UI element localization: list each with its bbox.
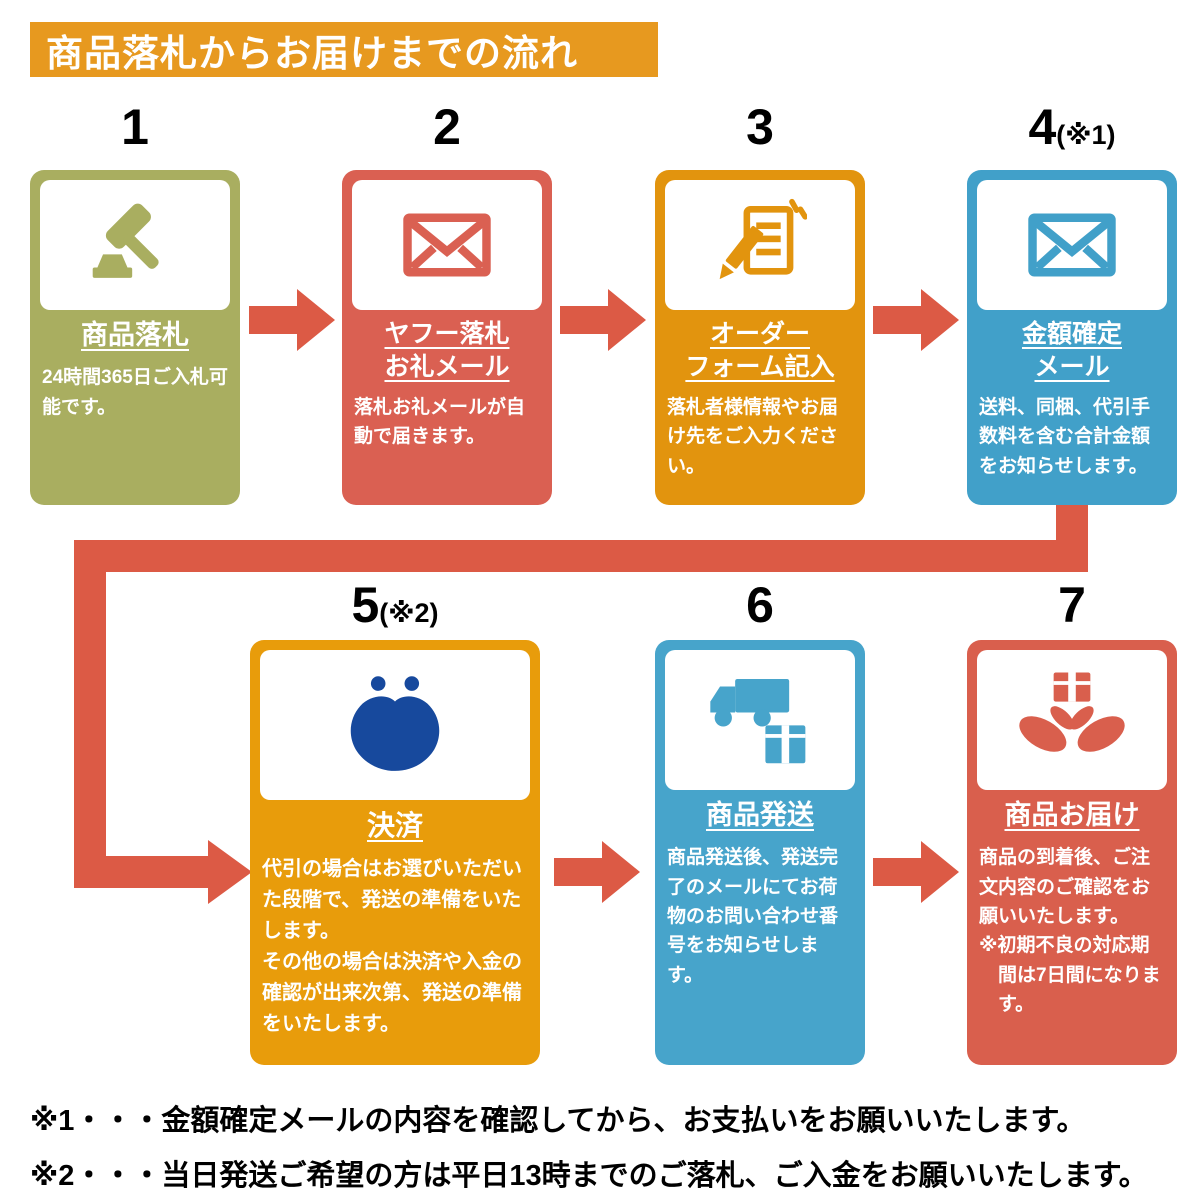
flow-arrow-5	[873, 841, 959, 903]
truck-icon	[710, 678, 806, 764]
step-number-2: 2	[342, 100, 552, 155]
footnote-2: ※2・・・当日発送ご希望の方は平日13時までのご落札、ご入金をお願いいたします。	[30, 1160, 1148, 1192]
flow-arrow-1	[249, 289, 335, 351]
step-number-value: 7	[1058, 577, 1086, 633]
gavel-icon	[92, 203, 159, 278]
flow-arrow-4	[554, 841, 640, 903]
step-title-line: 決済	[366, 810, 423, 841]
footnote-1: ※1・・・金額確定メールの内容を確認してから、お支払いをお願いいたします。	[30, 1105, 1086, 1137]
step-number-note: (※1)	[1056, 120, 1116, 150]
step-icon-box	[260, 650, 530, 800]
step-number-6: 6	[655, 578, 865, 633]
step-description: 送料、同梱、代引手数料を含む合計金額をお知らせします。	[979, 397, 1151, 477]
step-title: 商品落札	[30, 318, 240, 353]
flow-connector-shaft-to-step5	[74, 856, 208, 888]
step-icon-box	[977, 180, 1167, 310]
step-number-5: 5(※2)	[250, 578, 540, 633]
step-description-2: ※初期不良の対応期間は7日間になります。	[979, 935, 1161, 1016]
step-title-line-2: フォーム記入	[685, 352, 835, 381]
flow-connector-down-from-step4	[1056, 505, 1088, 545]
delivery-hands-icon	[1019, 672, 1125, 752]
step-title-line: オーダー	[709, 320, 810, 348]
step-card-auction-win: 商品落札 24時間365日ご入札可能です。	[30, 170, 240, 505]
step-title-line: 商品落札	[81, 320, 189, 350]
step-title: オーダー フォーム記入	[655, 318, 865, 383]
purse-icon	[350, 676, 440, 771]
step-description: 24時間365日ご入札可能です。	[42, 367, 228, 418]
mail-icon	[403, 213, 491, 277]
step-title: ヤフー落札 お礼メール	[342, 318, 552, 383]
step-number-note: (※2)	[379, 598, 439, 628]
step-number-value: 5	[351, 577, 380, 633]
step-number-3: 3	[655, 100, 865, 155]
step-icon-box	[352, 180, 542, 310]
step-number-4: 4(※1)	[967, 100, 1177, 155]
step-card-delivery: 商品お届け 商品の到着後、ご注文内容のご確認をお願いいたします。 ※初期不良の対…	[967, 640, 1177, 1065]
flow-connector-arrowhead	[208, 840, 252, 904]
flow-arrow-2	[560, 289, 646, 351]
step-number-7: 7	[967, 578, 1177, 633]
step-number-value: 4	[1028, 99, 1057, 155]
step-number-value: 1	[121, 99, 149, 155]
step-description-2: その他の場合は決済や入金の確認が出来次第、発送の準備をいたします。	[262, 951, 522, 1036]
step-icon-box	[977, 650, 1167, 790]
step-title: 決済	[250, 808, 540, 844]
step-icon-box	[665, 180, 855, 310]
step-card-payment: 決済 代引の場合はお選びいただいた段階で、発送の準備をいたします。 その他の場合…	[250, 640, 540, 1065]
step-icon-box	[40, 180, 230, 310]
mail-icon	[1028, 213, 1116, 277]
step-card-price-mail: 金額確定 メール 送料、同梱、代引手数料を含む合計金額をお知らせします。	[967, 170, 1177, 505]
step-description: 落札お礼メールが自動で届きます。	[354, 397, 526, 448]
step-description: 商品発送後、発送完了のメールにてお荷物のお問い合わせ番号をお知らせします。	[667, 847, 839, 986]
step-title-line: 商品お届け	[1004, 800, 1140, 830]
step-title-line: ヤフー落札	[384, 320, 510, 348]
step-card-thanks-mail: ヤフー落札 お礼メール 落札お礼メールが自動で届きます。	[342, 170, 552, 505]
step-title-line: 商品発送	[706, 800, 814, 830]
step-title-line-2: お礼メール	[384, 352, 510, 381]
step-description: 商品の到着後、ご注文内容のご確認をお願いいたします。	[979, 847, 1151, 927]
step-number-1: 1	[30, 100, 240, 155]
step-title-line-2: メール	[1034, 352, 1110, 381]
flow-arrow-3	[873, 289, 959, 351]
step-title-line: 金額確定	[1021, 320, 1122, 348]
step-number-value: 2	[433, 99, 461, 155]
step-number-value: 6	[746, 577, 774, 633]
step-number-value: 3	[746, 99, 774, 155]
step-card-shipping: 商品発送 商品発送後、発送完了のメールにてお荷物のお問い合わせ番号をお知らせしま…	[655, 640, 865, 1065]
page-title: 商品落札からお届けまでの流れ	[46, 32, 578, 74]
step-title: 金額確定 メール	[967, 318, 1177, 383]
step-icon-box	[665, 650, 855, 790]
step-card-order-form: オーダー フォーム記入 落札者様情報やお届け先をご入力ください。	[655, 170, 865, 505]
flow-connector-vertical-left	[74, 540, 106, 888]
order-form-icon	[719, 198, 807, 280]
step-description: 落札者様情報やお届け先をご入力ください。	[667, 397, 839, 477]
step-title: 商品発送	[655, 798, 865, 833]
flow-connector-horizontal	[74, 540, 1088, 572]
step-description: 代引の場合はお選びいただいた段階で、発送の準備をいたします。	[262, 858, 522, 943]
step-title: 商品お届け	[967, 798, 1177, 833]
header-banner: 商品落札からお届けまでの流れ	[30, 22, 658, 77]
